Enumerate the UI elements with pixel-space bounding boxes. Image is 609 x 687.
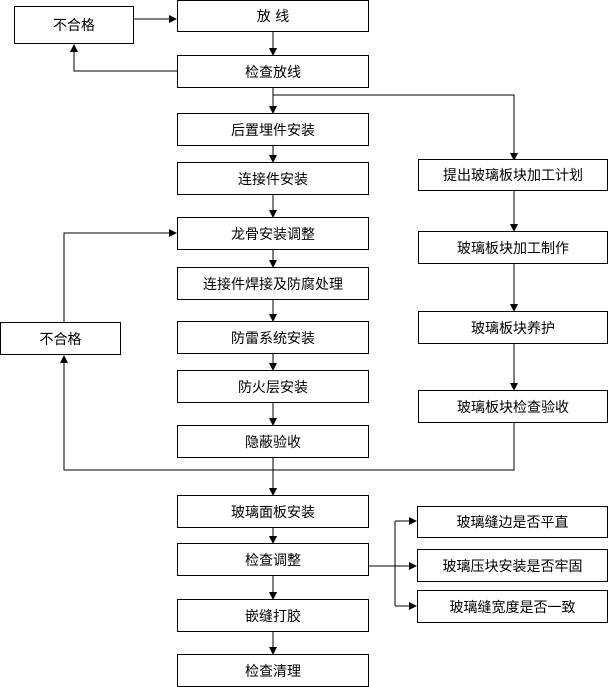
line-inspect-to-main: [273, 422, 515, 471]
step-jian-cha-qing-li: 检查清理: [177, 654, 369, 687]
glass-plan-label: 提出玻璃板块加工计划: [443, 168, 583, 184]
step-fang-xian: 放 线: [177, 0, 369, 32]
step-jian-cha-tiao-zheng-label: 检查调整: [245, 552, 301, 569]
step-lian-jie-jian-an-zhuang-label: 连接件安装: [238, 171, 308, 188]
step-lian-jie-jian-an-zhuang: 连接件安装: [177, 162, 369, 195]
glass-inspect-box: 玻璃板块检查验收: [418, 390, 608, 423]
step-long-gu-tiao-zheng: 龙骨安装调整: [177, 217, 369, 250]
check-width-label: 玻璃缝宽度是否一致: [449, 599, 576, 616]
arrow-check-to-reject-top: [70, 44, 177, 72]
check-flat-box: 玻璃缝边是否平直: [417, 506, 608, 538]
step-fang-xian-label: 放 线: [256, 9, 290, 25]
check-firm-box: 玻璃压块安装是否牢固: [417, 549, 608, 582]
check-firm-label: 玻璃压块安装是否牢固: [442, 558, 583, 575]
step-jian-cha-fang-xian-label: 检查放线: [245, 64, 301, 81]
step-hou-zhi-mai-jian-label: 后置埋件安装: [231, 122, 315, 139]
arrow-reject-middle-to-keel: [63, 229, 177, 322]
arrow-hidden-to-reject-middle: [60, 355, 273, 471]
arrow-check-to-plan: [273, 94, 518, 161]
step-bo-li-mian-ban: 玻璃面板安装: [177, 495, 369, 528]
reject-box-top: 不合格: [14, 6, 134, 44]
step-yin-bi-yan-shou-label: 隐蔽验收: [245, 434, 301, 451]
step-hou-zhi-mai-jian: 后置埋件安装: [177, 113, 369, 146]
check-flat-label: 玻璃缝边是否平直: [456, 515, 569, 531]
glass-inspect-label: 玻璃板块检查验收: [457, 399, 569, 416]
step-jian-cha-qing-li-label: 检查清理: [245, 663, 301, 680]
reject-box-middle-label: 不合格: [39, 331, 82, 348]
reject-box-top-label: 不合格: [53, 18, 95, 34]
step-jian-cha-fang-xian: 检查放线: [177, 55, 369, 88]
step-lian-jie-jian-han-jie-label: 连接件焊接及防腐处理: [203, 276, 343, 293]
check-width-box: 玻璃缝宽度是否一致: [417, 590, 608, 623]
step-yin-bi-yan-shou: 隐蔽验收: [177, 425, 369, 458]
step-long-gu-tiao-zheng-label: 龙骨安装调整: [231, 226, 315, 243]
step-fang-huo-ceng: 防火层安装: [177, 370, 369, 403]
step-qian-feng-da-jiao-label: 嵌缝打胶: [245, 608, 301, 625]
step-fang-lei-label: 防雷系统安装: [231, 330, 315, 347]
step-qian-feng-da-jiao: 嵌缝打胶: [177, 599, 369, 632]
step-jian-cha-tiao-zheng: 检查调整: [177, 543, 369, 576]
step-fang-huo-ceng-label: 防火层安装: [238, 379, 308, 396]
glass-fabricate-box: 玻璃板块加工制作: [418, 231, 608, 264]
step-fang-lei: 防雷系统安装: [177, 321, 369, 354]
glass-cure-label: 玻璃板块养护: [471, 320, 555, 337]
step-bo-li-mian-ban-label: 玻璃面板安装: [231, 504, 315, 521]
glass-fabricate-label: 玻璃板块加工制作: [457, 240, 569, 257]
glass-plan-box: 提出玻璃板块加工计划: [418, 159, 608, 191]
step-lian-jie-jian-han-jie: 连接件焊接及防腐处理: [177, 267, 369, 300]
reject-box-middle: 不合格: [0, 322, 121, 355]
glass-cure-box: 玻璃板块养护: [418, 311, 608, 344]
